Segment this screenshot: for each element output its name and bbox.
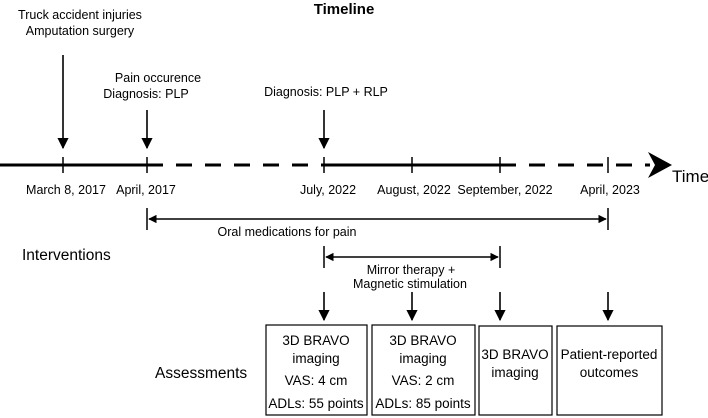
therapy-label-line2: Magnetic stimulation (353, 277, 467, 291)
pain-label-line2: Diagnosis: PLP (103, 87, 188, 101)
pain-label-line1: Pain occurence (115, 71, 201, 85)
box3-line2: imaging (491, 365, 538, 380)
box1-line1: 3D BRAVO (282, 333, 349, 348)
box3-line1: 3D BRAVO (481, 347, 548, 362)
date-label: July, 2022 (300, 183, 356, 197)
time-label: Time (672, 167, 708, 186)
assessments-label: Assessments (155, 365, 247, 382)
assessment-box-1 (265, 324, 368, 416)
box4-line2: outcomes (580, 365, 639, 380)
box2-line1: 3D BRAVO (389, 333, 456, 348)
box2-line3: VAS: 2 cm (392, 373, 455, 388)
medications-label: Oral medications for pain (218, 225, 357, 239)
date-label: March 8, 2017 (26, 183, 106, 197)
diagram-title: Timeline (314, 1, 375, 18)
therapy-label-line1: Mirror therapy + (367, 263, 456, 277)
box2-line4: ADLs: 85 points (375, 396, 471, 411)
assessment-box-2 (371, 324, 476, 416)
date-label: April, 2023 (580, 183, 640, 197)
box1-line2: imaging (292, 351, 339, 366)
assessment-box-4 (556, 325, 663, 416)
box4-line1: Patient-reported (561, 347, 658, 362)
date-label: August, 2022 (377, 183, 451, 197)
accident-label-line1: Truck accident injuries (18, 8, 142, 22)
box1-line4: ADLs: 55 points (268, 396, 364, 411)
box1-line3: VAS: 4 cm (285, 373, 348, 388)
timeline-arrowhead (648, 152, 672, 178)
diagnosis2-label: Diagnosis: PLP + RLP (264, 85, 388, 99)
assessment-box-3 (478, 325, 553, 416)
accident-label-line2: Amputation surgery (26, 24, 135, 38)
interventions-label: Interventions (22, 247, 111, 264)
box2-line2: imaging (399, 351, 446, 366)
date-label: April, 2017 (116, 183, 176, 197)
date-label: September, 2022 (457, 183, 552, 197)
